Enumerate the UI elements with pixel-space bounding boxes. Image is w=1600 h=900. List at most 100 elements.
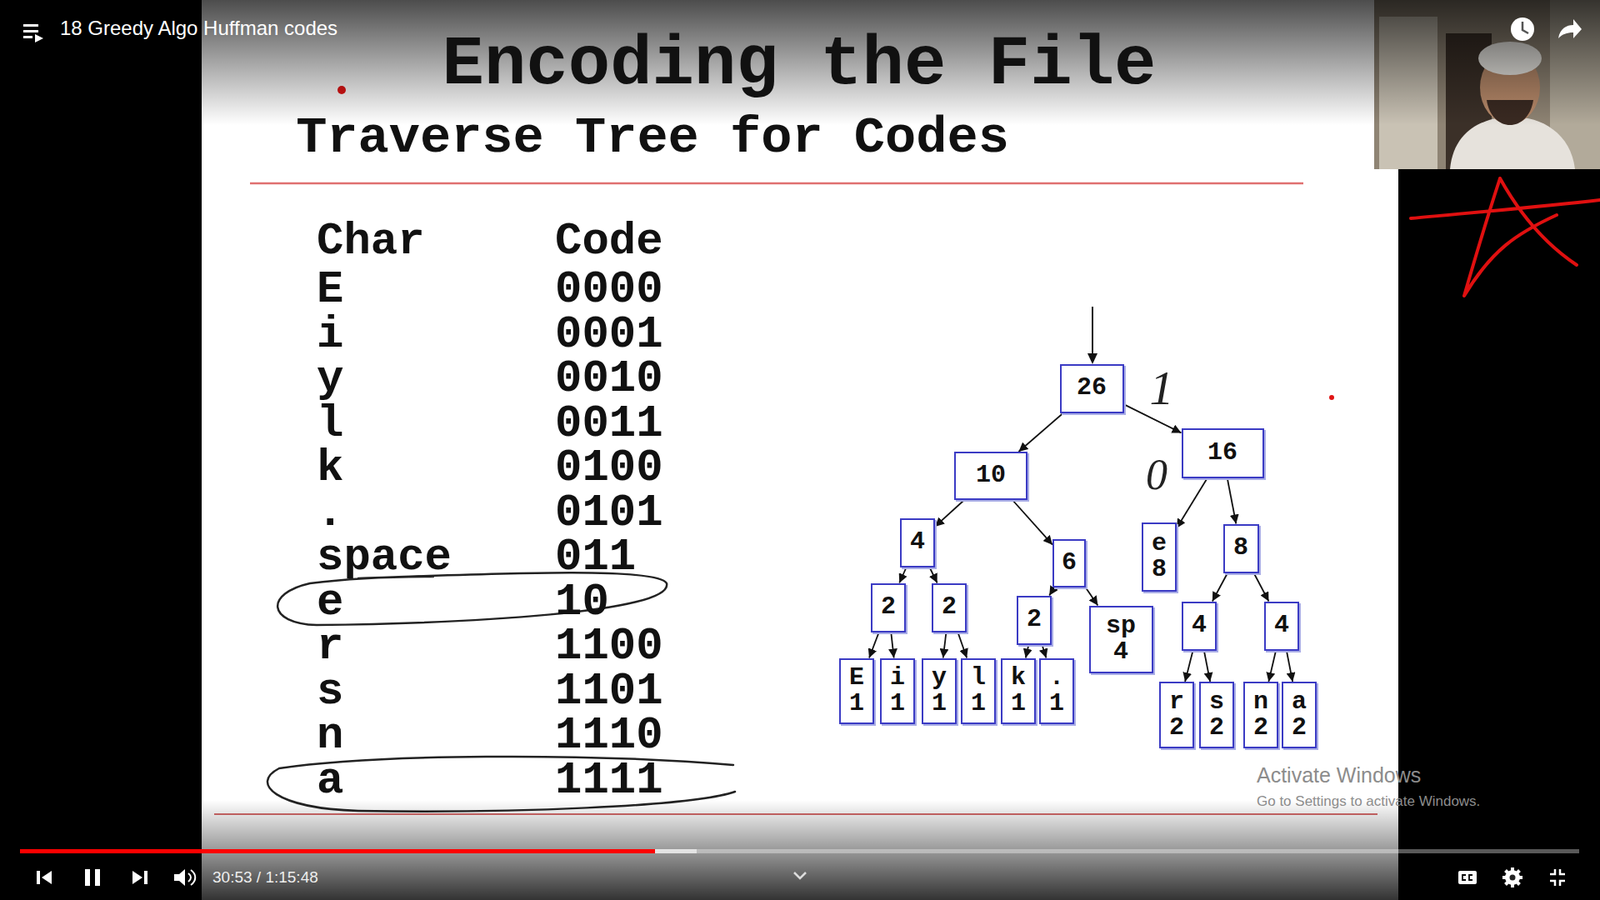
tree-node: e8 <box>1141 522 1177 592</box>
node-text: s <box>1209 689 1225 716</box>
node-text: 2 <box>1169 715 1185 742</box>
table-char: a <box>316 755 344 805</box>
tree-node: 2 <box>931 583 967 633</box>
pen-star <box>1410 178 1600 296</box>
node-text: sp <box>1105 613 1136 640</box>
playlist-icon <box>23 24 44 43</box>
hand-loops <box>267 572 735 811</box>
node-text: 2 <box>941 594 957 621</box>
tree-edge <box>1286 650 1293 683</box>
settings-icon <box>1502 867 1523 888</box>
node-text: . <box>1049 665 1065 692</box>
table-header: Code <box>555 216 664 266</box>
video-title: 18 Greedy Algo Huffman codes <box>60 17 338 40</box>
player-icons <box>23 17 1582 888</box>
node-text: 4 <box>1191 612 1207 640</box>
volume-icon <box>174 869 195 886</box>
table-code: 0001 <box>555 310 664 360</box>
tree-edge <box>1254 573 1270 602</box>
table-code: 1101 <box>555 666 664 716</box>
node-text: 4 <box>910 529 925 556</box>
table-char: r <box>316 621 344 671</box>
root-arrow <box>1087 306 1098 365</box>
table-char: i <box>316 310 344 360</box>
tree-node: l1 <box>960 658 996 725</box>
node-text: 2 <box>1291 715 1307 742</box>
tree-node: a2 <box>1281 681 1317 749</box>
node-text: 2 <box>1026 606 1042 634</box>
tree-node: s2 <box>1199 681 1235 749</box>
table-char: E <box>316 265 344 315</box>
table-code: 0010 <box>555 354 664 404</box>
table-char: e <box>316 577 344 627</box>
tree-edge <box>929 567 937 584</box>
chevron-icon <box>794 872 806 879</box>
table-char: l <box>316 399 344 449</box>
table-char: y <box>316 354 344 404</box>
tree-edge <box>1268 650 1276 683</box>
table-code: 0101 <box>555 488 664 538</box>
table-code: 10 <box>555 577 610 627</box>
node-text: 1 <box>849 690 865 718</box>
time-display: 30:53 / 1:15:48 <box>212 869 319 887</box>
table-char: n <box>316 710 344 760</box>
node-text: 6 <box>1061 550 1077 577</box>
pen-dot <box>1329 395 1335 400</box>
node-text: k <box>1010 665 1026 692</box>
node-text: n <box>1253 689 1269 716</box>
bottom-shade <box>0 800 1600 900</box>
tree-node: 10 <box>954 451 1028 500</box>
tree-node: n2 <box>1243 681 1279 749</box>
tree-node: k1 <box>1000 658 1036 725</box>
progress-bar <box>20 849 1580 854</box>
tree-edge <box>1212 573 1228 602</box>
hand-bit: 1 <box>1150 361 1175 415</box>
tree-edge <box>869 632 880 659</box>
table-code: 0011 <box>555 399 664 449</box>
node-text: e <box>1151 530 1167 558</box>
node-text: 2 <box>1253 715 1269 742</box>
node-text: l <box>970 665 986 692</box>
pause-icon <box>85 869 100 886</box>
table-char: . <box>316 488 344 538</box>
node-text: 1 <box>890 690 905 718</box>
table-char: space <box>316 532 452 582</box>
tree-node: E1 <box>839 658 875 725</box>
tree-node: y1 <box>921 658 957 725</box>
tree-node: 4 <box>1264 601 1300 651</box>
top-shade <box>0 0 1600 125</box>
table-code: 1100 <box>555 621 664 671</box>
node-text: 16 <box>1207 440 1238 467</box>
tree-edge <box>1041 645 1046 659</box>
tree-edge <box>1025 645 1030 659</box>
node-text: 26 <box>1076 375 1107 402</box>
tree-edge <box>935 500 965 527</box>
node-text: 4 <box>1113 639 1129 666</box>
tree-node: 4 <box>1181 601 1217 651</box>
tree-node: .1 <box>1039 658 1075 725</box>
tree-edge <box>1227 478 1237 525</box>
table-code: 011 <box>555 532 636 582</box>
fullscreen-exit-icon <box>1550 869 1565 886</box>
watch-later-icon <box>1510 17 1535 41</box>
next-icon <box>132 870 148 885</box>
tree-edge <box>1204 650 1210 683</box>
tree-edge <box>899 567 907 584</box>
tree-node: 16 <box>1181 428 1265 479</box>
cc-icon <box>1458 870 1477 885</box>
tree-edge <box>1085 587 1099 606</box>
tree-node: sp4 <box>1089 605 1154 674</box>
node-text: 4 <box>1274 612 1290 640</box>
node-text: 1 <box>1049 690 1065 718</box>
tree-node: i1 <box>880 658 915 725</box>
tree-edge <box>957 632 967 659</box>
tree-edge <box>1018 413 1064 453</box>
watermark: Go to Settings to activate Windows. <box>1256 794 1480 810</box>
slide-subtitle: Traverse Tree for Codes <box>295 110 1010 167</box>
node-text: 8 <box>1151 556 1167 584</box>
table-code: 0000 <box>555 265 664 315</box>
slide-title: Encoding the File <box>442 26 1157 104</box>
hand-bit: 0 <box>1145 450 1168 499</box>
node-text: E <box>849 665 865 692</box>
